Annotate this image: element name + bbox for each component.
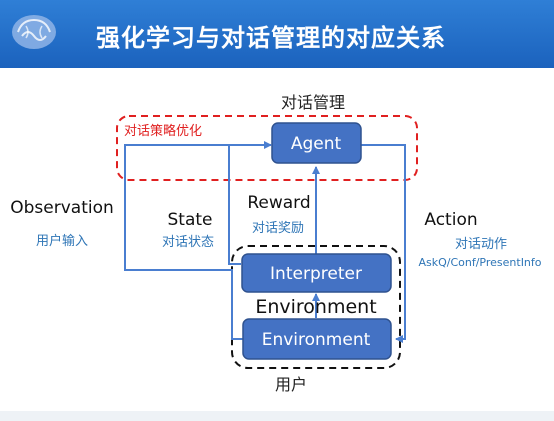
environment-label: Environment	[262, 330, 371, 350]
observation-zh-label: 用户输入	[36, 233, 88, 249]
environment-node	[242, 318, 392, 360]
action-zh-label: 对话动作	[455, 237, 507, 252]
interpreter-node	[241, 253, 392, 293]
environment-group-label: Environment	[255, 296, 376, 318]
slide-header: 强化学习与对话管理的对应关系	[0, 0, 554, 68]
observation-label: Observation	[10, 198, 114, 218]
interpreter-label: Interpreter	[270, 264, 362, 284]
user-label: 用户	[275, 375, 307, 394]
dialog-management-group	[116, 115, 418, 181]
brain-logo-icon	[12, 15, 56, 49]
state-arrow	[228, 145, 241, 265]
agent-node	[271, 122, 362, 164]
observation-arrow	[124, 141, 272, 340]
reward-zh-label: 对话奖励	[252, 221, 304, 236]
state-zh-label: 对话状态	[162, 235, 214, 250]
action-arrow	[361, 144, 406, 343]
action-label: Action	[424, 210, 477, 230]
state-label: State	[168, 210, 213, 230]
reward-label: Reward	[247, 193, 310, 213]
agent-label: Agent	[291, 134, 342, 154]
slide-footer-bar	[0, 411, 554, 421]
slide-title: 强化学习与对话管理的对应关系	[96, 24, 446, 52]
policy-optimization-label: 对话策略优化	[124, 123, 202, 139]
dialog-management-label: 对话管理	[281, 93, 345, 112]
action-detail-label: AskQ/Conf/PresentInfo	[418, 256, 541, 269]
